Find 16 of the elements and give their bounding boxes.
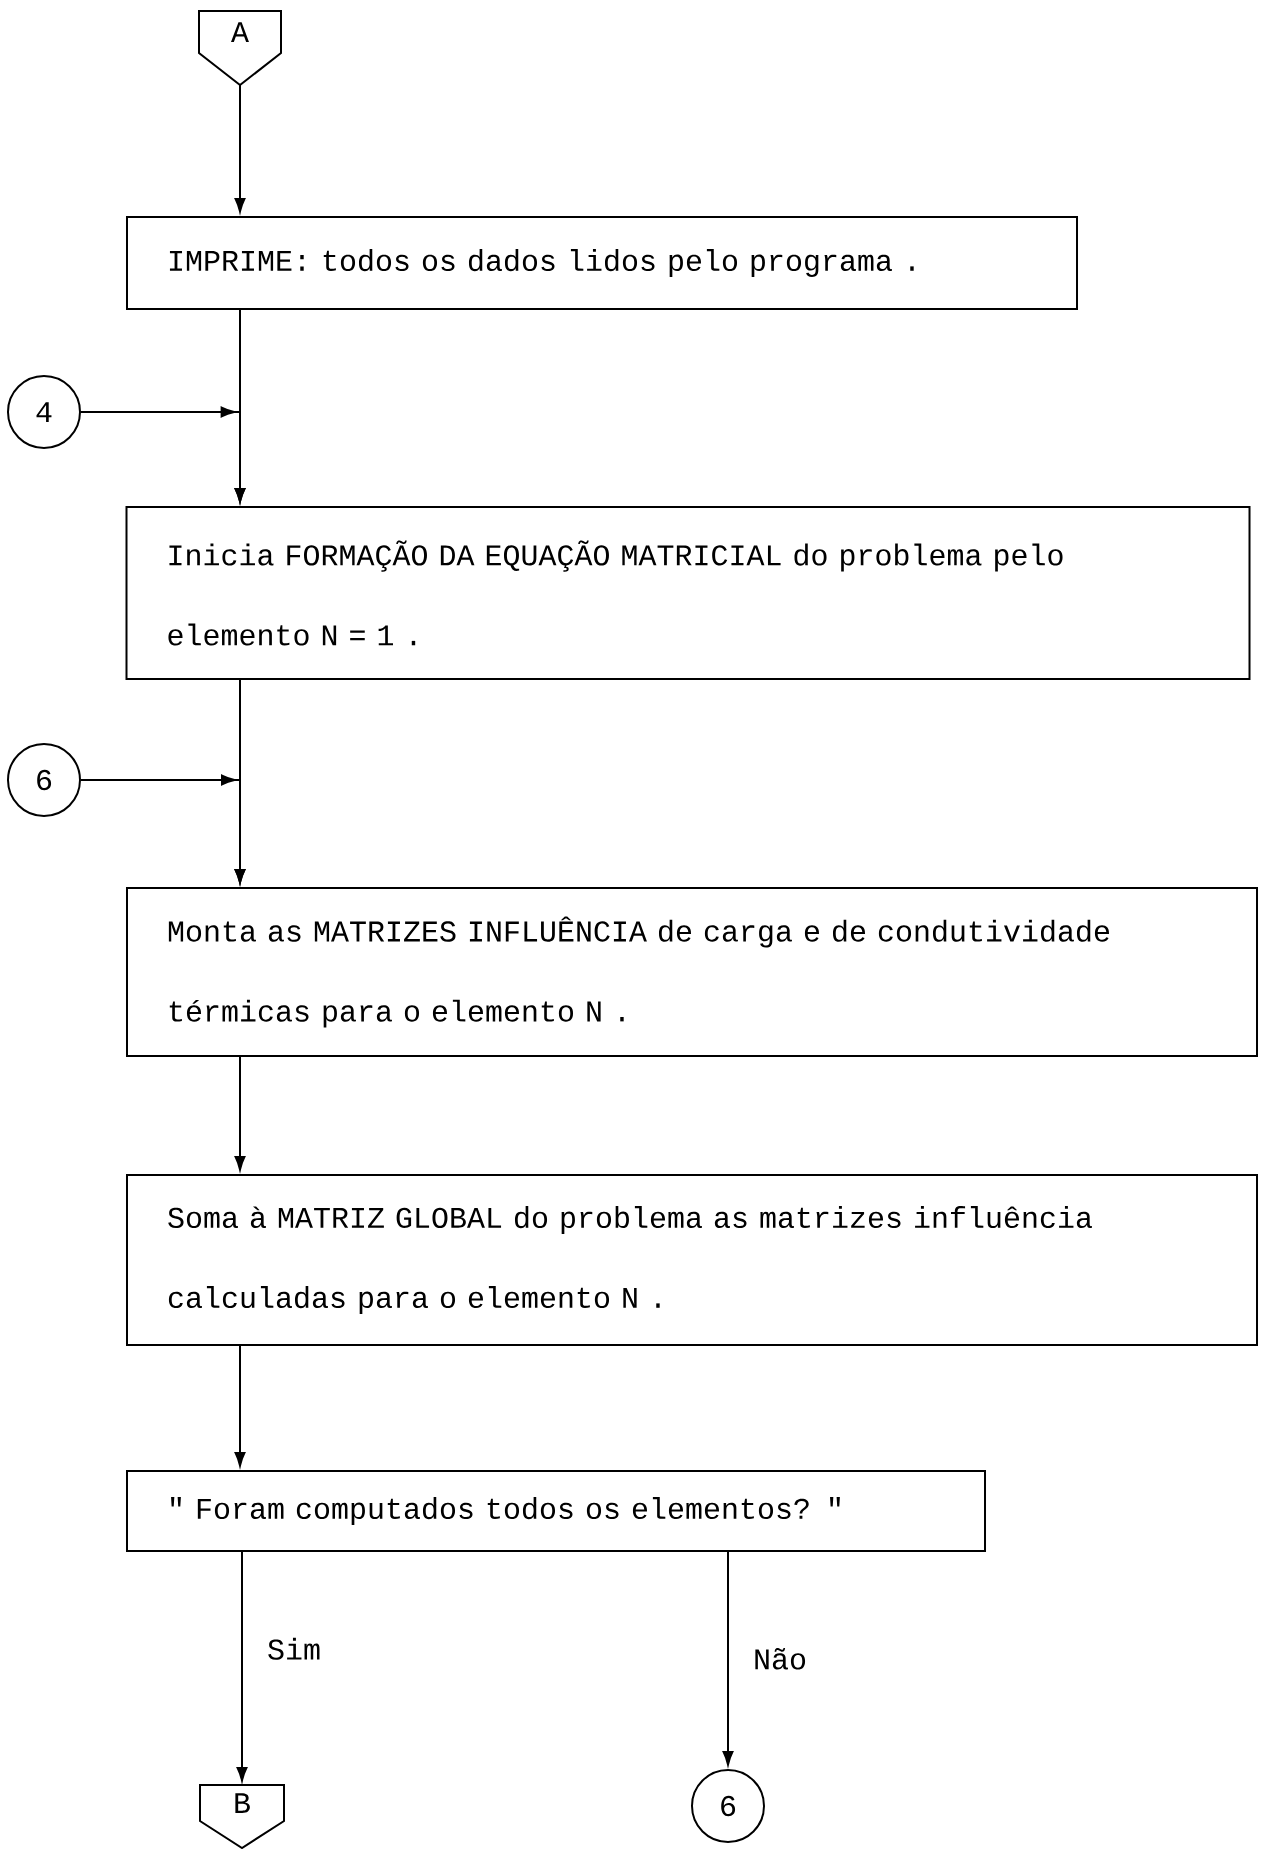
off-page-connector: A (198, 10, 282, 87)
process-box: Monta as MATRIZES INFLUÊNCIA de carga e de condutividade térmicas para o elemento N . (126, 887, 1258, 1057)
arrow (234, 1345, 246, 1467)
arrow (234, 1056, 246, 1171)
decision-box: " Foram computados todos os elementos? " (126, 1470, 986, 1552)
process-box: Inicia FORMAÇÃO DA EQUAÇÃO MATRICIAL do problema pelo elemento N = 1 . (125, 506, 1251, 680)
arrow (722, 1551, 734, 1766)
arrow (236, 1551, 248, 1782)
process-box: Soma à MATRIZ GLOBAL do problema as matrizes influência calculadas para o elemento N . (126, 1174, 1258, 1346)
process-box: IMPRIME: todos os dados lidos pelo programa . (126, 216, 1078, 310)
edge-label: Não (755, 1648, 806, 1670)
arrow (234, 84, 246, 213)
edge-label: Sim (268, 1637, 320, 1660)
arrow (80, 774, 246, 884)
arrow (80, 406, 246, 503)
off-page-connector: B (199, 1784, 285, 1849)
